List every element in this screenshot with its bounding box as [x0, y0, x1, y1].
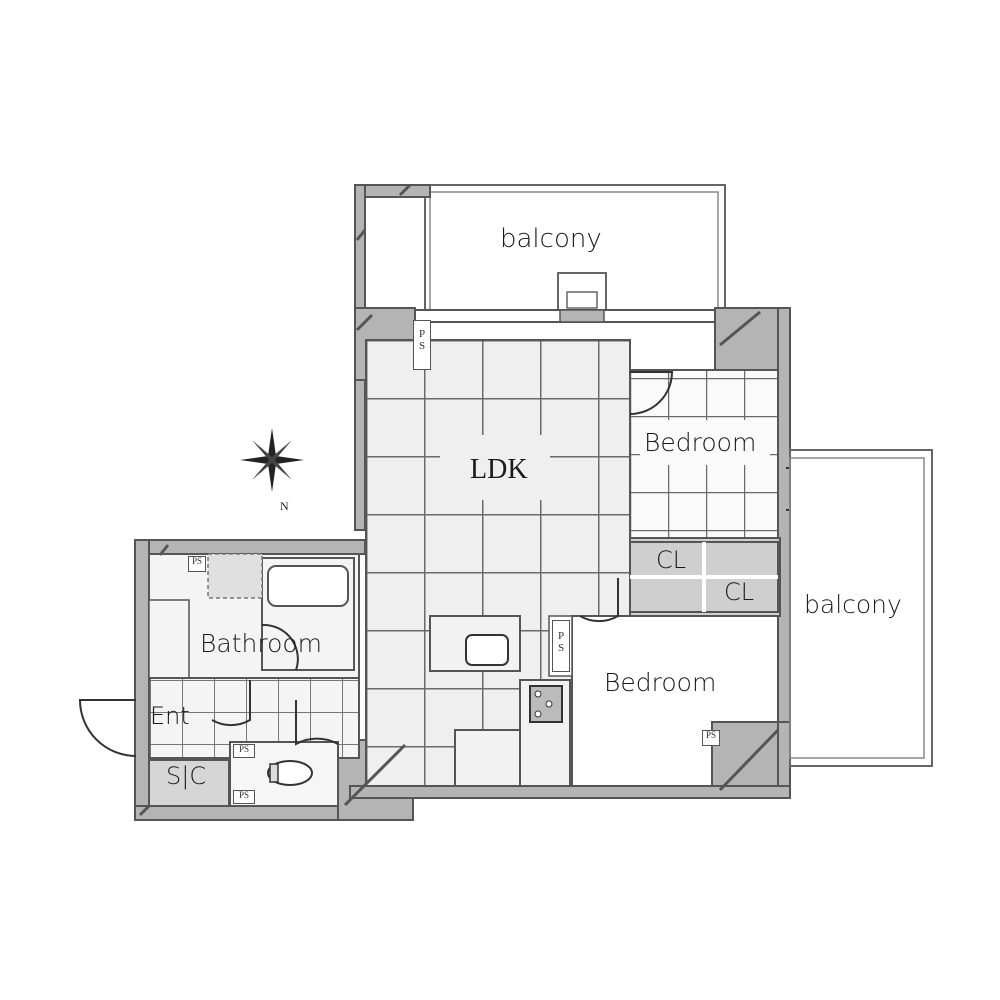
- bathroom-area: [148, 553, 360, 679]
- room-label-balcony-right: balcony: [804, 590, 902, 619]
- room-label-bedroom-upper: Bedroom: [644, 428, 757, 457]
- pipe-space-toilet-1: PS: [233, 744, 255, 758]
- balcony-right-outline: [789, 449, 933, 767]
- closets: [629, 541, 779, 613]
- pipe-space-kitchen: P S: [552, 620, 570, 672]
- room-label-shoe-closet: S|C: [166, 762, 207, 790]
- room-label-closet-2: CL: [724, 578, 755, 606]
- kitchen: [429, 615, 573, 787]
- room-label-balcony-top: balcony: [500, 224, 602, 254]
- compass-north-label: N: [280, 499, 289, 513]
- pipe-space-top: P S: [413, 320, 431, 370]
- pipe-space-bedroom: PS: [702, 730, 720, 746]
- pipe-space-bath: PS: [188, 556, 206, 572]
- compass-icon: [240, 428, 304, 492]
- balcony-top-outline: [354, 184, 726, 314]
- room-label-bathroom: Bathroom: [200, 629, 323, 658]
- room-label-ldk: LDK: [470, 454, 528, 485]
- room-label-bedroom-lower: Bedroom: [604, 668, 717, 697]
- room-label-closet-1: CL: [656, 546, 687, 574]
- pipe-space-toilet-2: PS: [233, 790, 255, 804]
- room-label-entrance: Ent: [150, 702, 190, 730]
